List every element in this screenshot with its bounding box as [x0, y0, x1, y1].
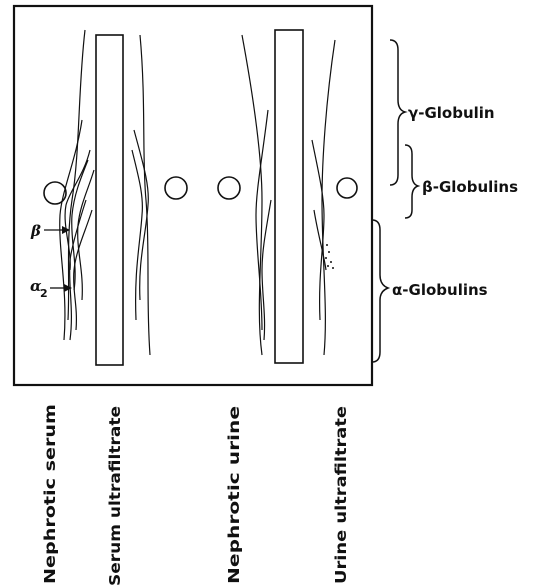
beta-arc-marker: β	[30, 222, 70, 240]
trough-left	[96, 35, 123, 365]
gel-plate-frame	[14, 6, 372, 385]
brace-gamma	[390, 40, 405, 185]
precipitin-arcs-nephrotic-urine	[242, 35, 271, 355]
svg-text:2: 2	[40, 287, 48, 300]
alpha-globulins-label: α-Globulins	[392, 281, 488, 299]
label-nephrotic-serum: Nephrotic serum	[41, 404, 59, 584]
brace-beta	[405, 145, 418, 218]
trough-right	[275, 30, 303, 363]
label-nephrotic-urine: Nephrotic urine	[225, 406, 243, 584]
precipitin-arcs-urine-ultrafiltrate	[312, 40, 335, 355]
well-urine-ultrafiltrate	[337, 178, 357, 198]
beta-globulins-label: β-Globulins	[422, 178, 518, 196]
gamma-globulin-label: γ-Globulin	[408, 104, 495, 122]
label-urine-ultrafiltrate: Urine ultrafiltrate	[332, 406, 350, 584]
well-serum-ultrafiltrate	[165, 177, 187, 199]
precipitin-arcs-serum-ultrafiltrate	[132, 35, 150, 355]
precipitin-arcs-nephrotic-serum	[60, 30, 94, 340]
alpha2-arc-marker: α 2	[30, 277, 72, 300]
well-nephrotic-urine	[218, 177, 240, 199]
brace-alpha	[372, 220, 388, 362]
label-serum-ultrafiltrate: Serum ultrafiltrate	[106, 406, 124, 586]
svg-text:β: β	[30, 222, 41, 240]
